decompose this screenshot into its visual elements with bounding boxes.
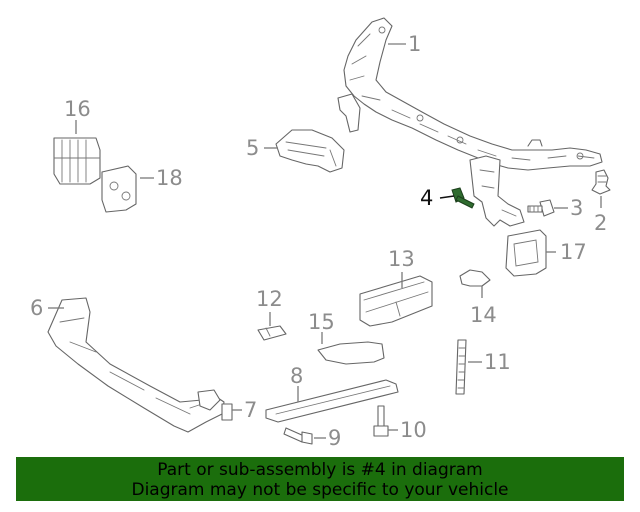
leader-lines [48, 43, 602, 439]
callout-15: 15 [308, 310, 335, 334]
banner-line-2: Diagram may not be specific to your vehi… [131, 480, 509, 500]
callout-6: 6 [30, 296, 43, 320]
callout-4: 4 [420, 186, 433, 210]
part-16-bracket [53, 137, 101, 185]
part-4-bolt-highlighted [451, 187, 475, 209]
callout-16: 16 [64, 97, 91, 121]
part-18-bracket [101, 165, 137, 213]
callout-3: 3 [570, 196, 583, 220]
callout-11: 11 [484, 350, 511, 374]
part-6-crossmember [47, 297, 225, 433]
notice-banner: Part or sub-assembly is #4 in diagram Di… [16, 457, 624, 501]
part-3-bolt [527, 199, 555, 217]
part-12-bracket [257, 325, 287, 341]
part-7-pin [221, 403, 233, 421]
banner-line-1: Part or sub-assembly is #4 in diagram [157, 460, 483, 480]
part-14-clip [459, 269, 491, 287]
callout-18: 18 [156, 166, 183, 190]
callout-9: 9 [328, 426, 341, 450]
part-5-deflector [275, 129, 345, 173]
callout-13: 13 [388, 247, 415, 271]
part-13-reinforcement [359, 275, 433, 327]
part-15-trim [317, 341, 385, 365]
callout-10: 10 [400, 418, 427, 442]
callout-2: 2 [594, 211, 607, 235]
callout-labels: 1 2 3 4 5 6 7 8 9 10 11 12 13 14 15 16 1… [30, 32, 607, 450]
callout-1: 1 [408, 32, 421, 56]
part-11-strip [455, 339, 467, 395]
part-8-rail [265, 379, 399, 423]
part-9-bolt [283, 427, 313, 445]
part-1-carrier [337, 17, 603, 227]
callout-8: 8 [290, 364, 303, 388]
part-17-block [505, 229, 547, 277]
callout-14: 14 [470, 303, 497, 327]
callout-17: 17 [560, 240, 587, 264]
callout-7: 7 [244, 398, 257, 422]
part-10-bolt [373, 405, 389, 437]
callout-5: 5 [246, 136, 259, 160]
callout-12: 12 [256, 287, 283, 311]
part-2-clip [591, 169, 611, 195]
